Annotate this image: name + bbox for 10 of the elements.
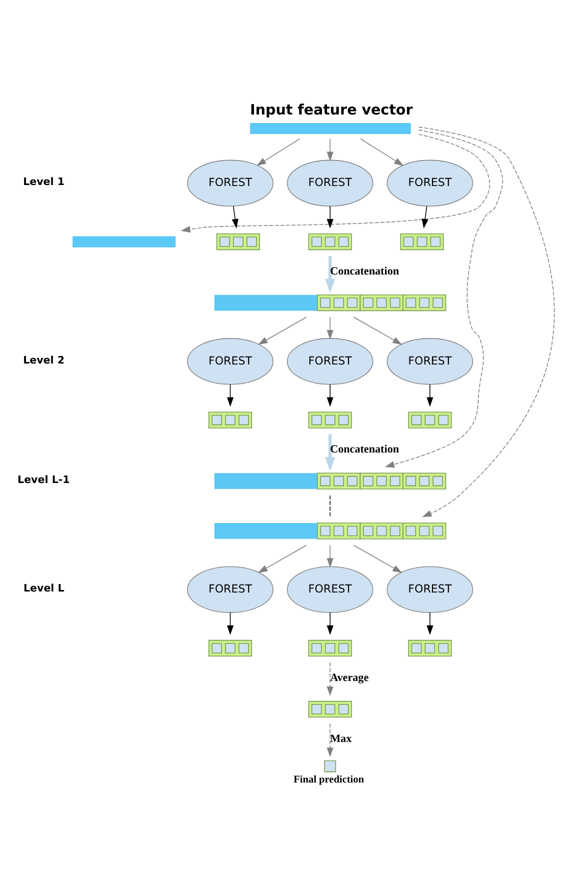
edge-label: Concatenation xyxy=(330,264,400,277)
edge-label: Average xyxy=(330,671,369,684)
label: Level L-1 xyxy=(18,473,70,486)
edge-label: Concatenation xyxy=(330,443,400,456)
label: Level L xyxy=(23,582,64,594)
label: Level 2 xyxy=(23,354,65,366)
label: Level 1 xyxy=(23,176,65,188)
edge-label: Max xyxy=(330,732,352,744)
node-label: Final prediction xyxy=(294,774,364,785)
node-label: Input feature vector xyxy=(250,102,413,118)
